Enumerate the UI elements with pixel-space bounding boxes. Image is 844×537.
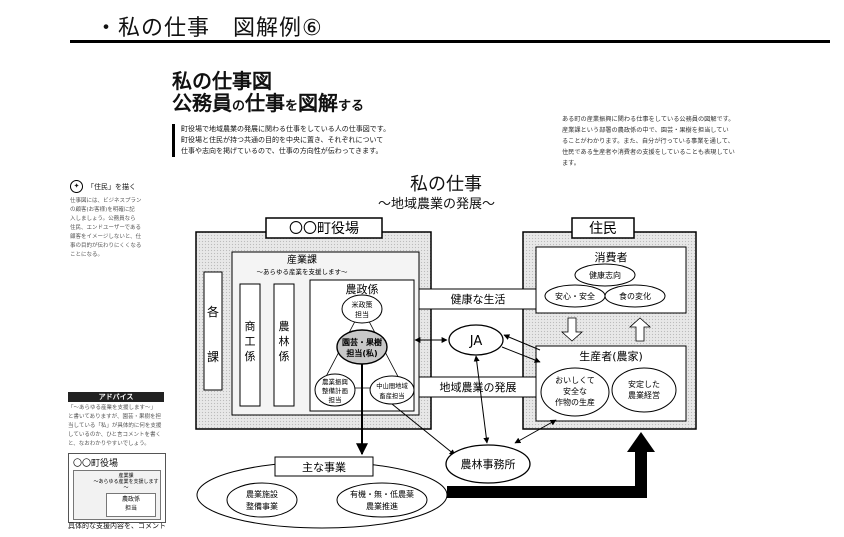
residents-label: 住民 bbox=[589, 221, 617, 237]
arrow-ja-office bbox=[473, 355, 490, 444]
industry-section-label: 産業課 bbox=[287, 253, 317, 266]
book-heading-line1: 私の仕事図 bbox=[172, 69, 272, 93]
book-heading-line2: 公務員の仕事を図解する bbox=[172, 91, 365, 115]
svg-text:担当: 担当 bbox=[355, 310, 369, 319]
svg-text:係: 係 bbox=[279, 350, 290, 363]
arrow-office-producers bbox=[514, 419, 557, 444]
industry-support-label: ～あらゆる産業を支援します～ bbox=[257, 267, 349, 276]
svg-text:農業推進: 農業推進 bbox=[366, 501, 398, 511]
town-office-label: 〇〇町役場 bbox=[289, 221, 359, 237]
svg-text:有機・無・低農薬: 有機・無・低農薬 bbox=[350, 489, 414, 499]
svg-text:係: 係 bbox=[245, 350, 256, 363]
footnote: 具体的な支援内容を、コメント bbox=[68, 522, 166, 530]
svg-text:米政策: 米政策 bbox=[352, 300, 373, 309]
svg-text:工: 工 bbox=[245, 335, 256, 348]
page-title: ・私の仕事 図解例⑥ bbox=[95, 16, 323, 41]
depts-char2: 課 bbox=[207, 349, 219, 364]
ja-label: JA bbox=[469, 334, 483, 349]
rice-policy-ellipse bbox=[341, 294, 383, 324]
svg-text:おいしくて: おいしくて bbox=[555, 376, 595, 385]
book-heading: 私の仕事図 公務員の仕事を図解する bbox=[172, 70, 364, 118]
commerce-box bbox=[239, 283, 261, 407]
svg-text:林: 林 bbox=[279, 334, 290, 348]
facility-project-ellipse bbox=[226, 482, 298, 518]
organic-project-ellipse bbox=[336, 482, 428, 518]
ja-ellipse bbox=[448, 324, 504, 356]
consumers-label: 消費者 bbox=[595, 250, 628, 264]
promotion-ellipse bbox=[314, 373, 356, 407]
arrow-ja-producers-b bbox=[501, 346, 541, 363]
svg-text:中山間地域: 中山間地域 bbox=[376, 381, 408, 390]
mini-diagram: 〇〇町役場 産業課～あらゆる産業を支援します～ 農政係担当 bbox=[68, 453, 166, 523]
title-rule bbox=[70, 40, 830, 43]
svg-text:安心・安全: 安心・安全 bbox=[555, 291, 595, 301]
arrow-hill-office bbox=[391, 403, 456, 456]
producers-label: 生産者(農家) bbox=[579, 349, 643, 363]
svg-text:担当: 担当 bbox=[329, 395, 342, 404]
svg-text:畜産担当: 畜産担当 bbox=[379, 391, 404, 400]
up-arrow-icon bbox=[628, 317, 652, 342]
diagram-title: 私の仕事 bbox=[410, 174, 482, 195]
svg-text:農: 農 bbox=[279, 319, 290, 333]
depts-char1: 各 bbox=[207, 304, 219, 319]
depts-box bbox=[203, 271, 223, 391]
main-projects-label-box bbox=[274, 456, 374, 477]
main-projects-label: 主な事業 bbox=[302, 461, 346, 474]
regional-dev-label: 地域農業の発展 bbox=[440, 380, 517, 394]
book-note: ある町の産業振興に関わる仕事をしている公務員の図解です。 産業課という部署の農政… bbox=[562, 116, 735, 167]
svg-text:食の変化: 食の変化 bbox=[619, 291, 651, 301]
svg-text:健康志向: 健康志向 bbox=[589, 270, 621, 280]
svg-text:整備計画: 整備計画 bbox=[322, 386, 348, 395]
thick-arrow-head-icon bbox=[627, 432, 655, 452]
residents-label-box bbox=[571, 217, 635, 239]
forestry-box bbox=[273, 283, 295, 407]
thick-arrow-shaft bbox=[447, 448, 647, 498]
my-role-ellipse bbox=[336, 329, 388, 365]
town-office-label-box bbox=[265, 217, 383, 239]
advice-box: アドバイス 「～あらゆる産業を支援します～」 と書いてありますが、園芸・果樹を担… bbox=[68, 392, 164, 449]
svg-text:整備事業: 整備事業 bbox=[246, 501, 278, 511]
my-role-label: 園芸・果樹 bbox=[342, 337, 382, 347]
svg-text:担当(私): 担当(私) bbox=[346, 348, 377, 358]
diet-change-ellipse bbox=[604, 284, 666, 308]
sidebar-tip: ✦「住民」を描く 仕事図には、ビジネスプラン の顧客(お客様)を明確に記 入しま… bbox=[70, 180, 142, 258]
health-ellipse bbox=[574, 263, 636, 287]
lightbulb-icon: ✦ bbox=[70, 180, 83, 193]
svg-text:商: 商 bbox=[245, 319, 256, 333]
down-arrow-icon bbox=[560, 317, 584, 342]
svg-text:農業経営: 農業経営 bbox=[628, 390, 660, 400]
svg-text:安全な: 安全な bbox=[563, 386, 587, 396]
forestry-office-label: 農林事務所 bbox=[461, 457, 516, 471]
arrow-ja-producers-a bbox=[503, 334, 541, 351]
svg-text:安定した: 安定した bbox=[628, 379, 660, 389]
healthy-life-label: 健康な生活 bbox=[451, 292, 506, 306]
agri-policy-label: 農政係 bbox=[346, 282, 379, 296]
tasty-crops-ellipse bbox=[540, 367, 610, 417]
book-description: 町役場で地域農業の発展に関わる仕事をしている人の仕事図です。 町役場と住民が持つ… bbox=[172, 124, 396, 157]
svg-text:作物の生産: 作物の生産 bbox=[555, 397, 595, 407]
stable-farming-ellipse bbox=[611, 367, 677, 413]
diagram-subtitle: ～地域農業の発展～ bbox=[378, 197, 496, 212]
svg-text:農業施設: 農業施設 bbox=[246, 489, 278, 499]
forestry-office-ellipse bbox=[445, 444, 531, 484]
svg-text:農業振興: 農業振興 bbox=[322, 377, 349, 386]
